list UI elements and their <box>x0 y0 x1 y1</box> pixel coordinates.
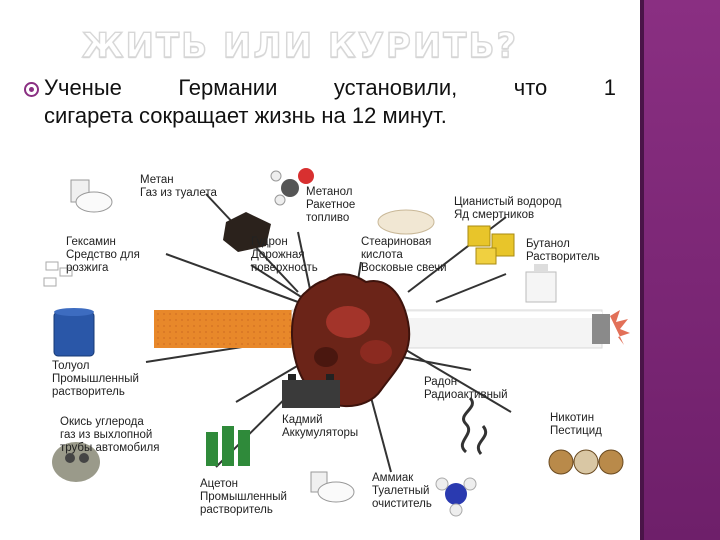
slide-title: ЖИТЬ ИЛИ КУРИТЬ? <box>81 25 519 66</box>
radon-smoke-icon <box>460 396 487 455</box>
cigarette-ash <box>592 314 610 344</box>
toilet-icon-top <box>70 179 113 213</box>
cigarette-ember <box>610 310 630 345</box>
acetone-bottles-icon <box>206 426 250 466</box>
diagram-graphics <box>43 168 630 517</box>
toilet-icon-bottom <box>310 471 355 503</box>
decorative-side-bar <box>640 0 720 540</box>
slide-text-line-1: Ученые Германии установили, что 1 <box>44 75 616 100</box>
ammonia-molecule-icon <box>435 477 477 517</box>
tar-icon <box>223 212 271 252</box>
side-bar-edge <box>640 0 644 540</box>
nicotine-sprayers-icon <box>548 449 624 475</box>
methanol-molecule-icon <box>270 168 314 206</box>
slide-text-line-2: сигарета сокращает жизнь на 12 минут. <box>44 103 447 128</box>
battery-icon <box>282 374 340 408</box>
slide-text: Ученые Германии установили, что 1 сигаре… <box>44 74 616 130</box>
stearin-powder-icon <box>377 209 435 235</box>
bullet-icon <box>24 82 39 97</box>
gas-mask-icon <box>52 442 100 482</box>
butanol-bottle-icon <box>525 264 557 303</box>
hexamine-tablets-icon <box>43 261 73 287</box>
cyanide-cans-icon <box>467 225 515 265</box>
toluene-barrel-icon <box>53 308 95 357</box>
